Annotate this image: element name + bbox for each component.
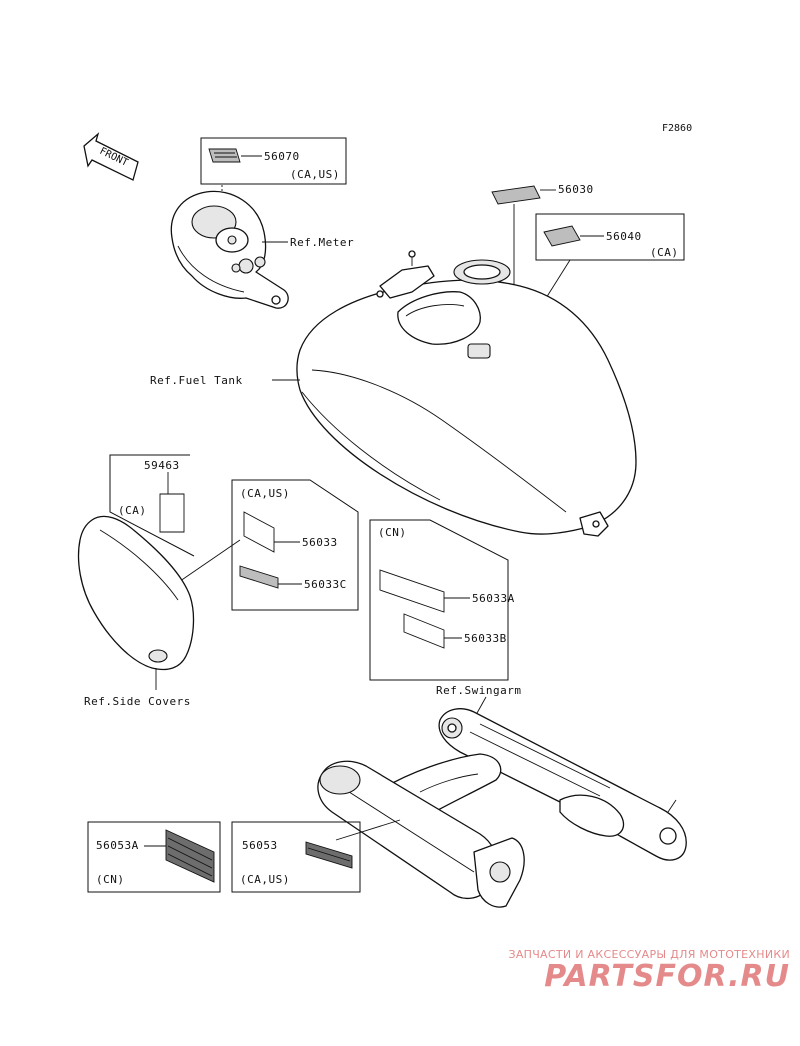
fuel-tank <box>296 250 637 537</box>
part-number-56053[interactable]: 56053 <box>242 839 278 852</box>
decal-56030[interactable] <box>491 185 541 205</box>
decal-56053A[interactable] <box>165 829 215 883</box>
region-56070: (CA,US) <box>290 168 340 181</box>
decal-56033B[interactable] <box>403 613 445 649</box>
part-number-56033B[interactable]: 56033B <box>464 632 507 645</box>
decal-56040[interactable] <box>543 225 581 247</box>
part-number-56030[interactable]: 56030 <box>558 183 594 196</box>
decal-56053[interactable] <box>305 841 353 869</box>
decal-59463[interactable] <box>159 493 185 533</box>
meter-assembly <box>170 190 289 309</box>
watermark-tagline: ЗАПЧАСТИ И АКСЕССУАРЫ ДЛЯ МОТОТЕХНИКИ <box>508 948 790 961</box>
part-number-56033A[interactable]: 56033A <box>472 592 515 605</box>
region-56033-box: (CA,US) <box>240 487 290 500</box>
region-56053: (CA,US) <box>240 873 290 886</box>
region-56053A: (CN) <box>96 873 125 886</box>
ref-side-covers[interactable]: Ref.Side Covers <box>84 695 191 708</box>
side-cover <box>77 515 195 671</box>
ref-fuel-tank[interactable]: Ref.Fuel Tank <box>150 374 243 387</box>
decal-56033A[interactable] <box>379 569 445 613</box>
part-number-56040[interactable]: 56040 <box>606 230 642 243</box>
decal-56070[interactable] <box>208 148 241 163</box>
region-56033-cn-box: (CN) <box>378 526 407 539</box>
front-arrow-icon: FRONT <box>83 132 139 181</box>
ref-meter[interactable]: Ref.Meter <box>290 236 354 249</box>
decal-56033[interactable] <box>243 511 275 553</box>
callout-56053A: 56053A (CN) <box>87 821 221 893</box>
watermark-logo[interactable]: PARTSFOR.RU <box>544 959 790 994</box>
watermark-brand: ЗАПЧАСТИ И АКСЕССУАРЫ ДЛЯ МОТОТЕХНИКИ PA… <box>470 948 790 994</box>
callout-56033-cn: (CN) 56033A 56033B <box>369 519 515 681</box>
figure-code: F2860 <box>662 123 692 134</box>
meter-callout: 56070 (CA,US) <box>200 137 347 198</box>
part-number-56070[interactable]: 56070 <box>264 150 300 163</box>
callout-56053: 56053 (CA,US) <box>231 819 401 893</box>
part-number-59463[interactable]: 59463 <box>144 459 180 472</box>
callout-59463: 59463 (CA) <box>109 454 195 557</box>
ref-swingarm[interactable]: Ref.Swingarm <box>436 684 521 697</box>
part-number-56053A[interactable]: 56053A <box>96 839 139 852</box>
decal-56030-group: 56030 <box>491 183 594 300</box>
callout-56040: 56040 (CA) <box>535 213 685 315</box>
swingarm <box>317 708 687 908</box>
callout-56033: (CA,US) 56033 56033C <box>169 479 359 611</box>
region-59463: (CA) <box>118 504 147 517</box>
region-56040: (CA) <box>650 246 679 259</box>
part-number-56033[interactable]: 56033 <box>302 536 338 549</box>
decal-56033C[interactable] <box>239 565 279 589</box>
part-number-56033C[interactable]: 56033C <box>304 578 347 591</box>
